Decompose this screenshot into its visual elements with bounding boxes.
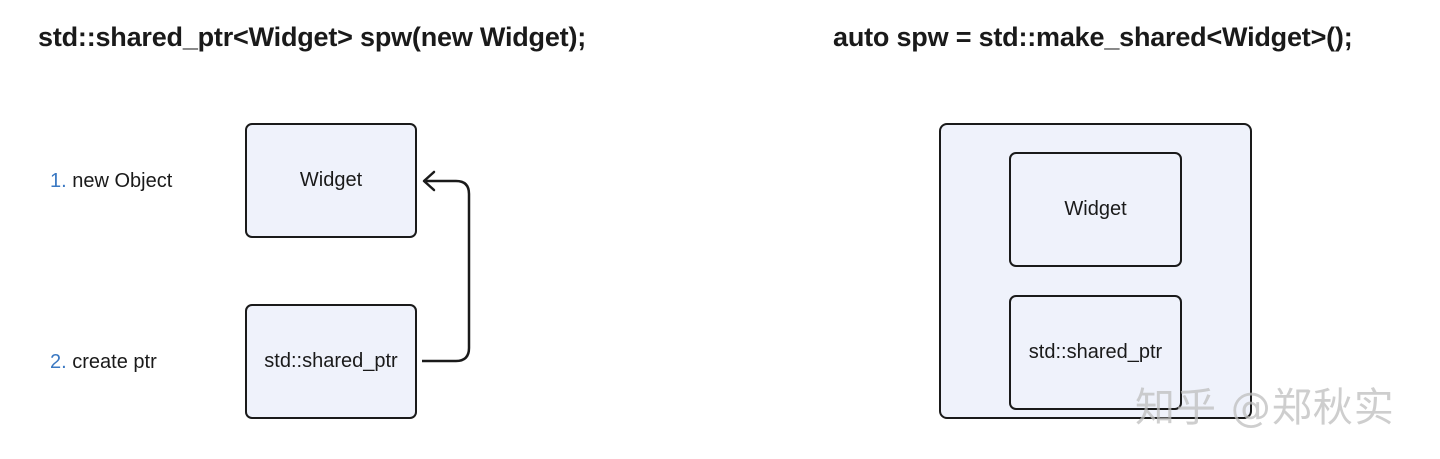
widget-box-left: Widget bbox=[245, 123, 417, 238]
step-create-ptr: 2. create ptr bbox=[50, 351, 157, 374]
step-label: new Object bbox=[72, 170, 173, 192]
step-number: 2. bbox=[50, 351, 67, 373]
right-title: auto spw = std::make_shared<Widget>(); bbox=[833, 22, 1353, 52]
shared-ptr-box-left: std::shared_ptr bbox=[245, 304, 417, 419]
shared-ptr-box-label: std::shared_ptr bbox=[264, 350, 398, 372]
arrow-line bbox=[422, 179, 471, 363]
step-label: create ptr bbox=[72, 351, 157, 373]
shared-ptr-box-label: std::shared_ptr bbox=[1028, 341, 1163, 363]
widget-box-right: Widget bbox=[1009, 152, 1182, 267]
left-title: std::shared_ptr<Widget> spw(new Widget); bbox=[38, 22, 587, 52]
widget-box-label: Widget bbox=[1064, 198, 1127, 220]
step-new-object: 1. new Object bbox=[50, 170, 172, 193]
widget-box-label: Widget bbox=[299, 169, 363, 191]
shared-ptr-box-right: std::shared_ptr bbox=[1009, 295, 1182, 410]
watermark: 知乎 @郑秋实 bbox=[1135, 385, 1395, 431]
step-number: 1. bbox=[50, 170, 67, 192]
arrow-head bbox=[422, 170, 436, 192]
